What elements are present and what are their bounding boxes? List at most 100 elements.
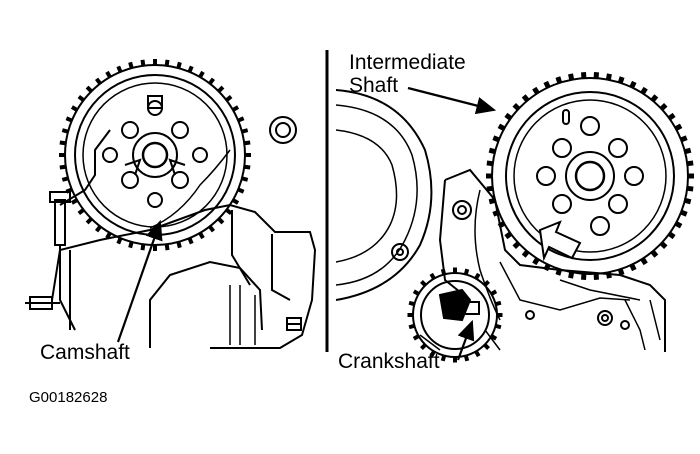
sprocket-tooth (543, 263, 551, 272)
sprocket-tooth (629, 263, 637, 272)
sprocket-tooth (217, 85, 225, 93)
intermediate-sprocket-teeth (486, 72, 694, 280)
sprocket-tooth (659, 241, 668, 249)
sprocket-tooth (512, 241, 521, 249)
sprocket-tooth (153, 245, 157, 251)
sprocket-tooth (497, 313, 503, 317)
sprocket-tooth (440, 268, 446, 275)
sprocket-tooth (94, 77, 102, 85)
sprocket-tooth (486, 173, 492, 179)
sprocket-tooth (464, 355, 470, 362)
sprocket-tooth (440, 355, 446, 362)
sprocket-tooth (453, 267, 457, 273)
sprocket-tooth (61, 176, 69, 182)
sprocket-tooth (490, 289, 498, 296)
sprocket-tooth (237, 187, 245, 194)
sprocket-tooth (164, 59, 170, 67)
sprocket-tooth (640, 86, 648, 95)
sprocket-tooth (532, 257, 540, 266)
sprocket-tooth (686, 185, 694, 192)
sprocket-tooth (453, 357, 457, 363)
sprocket-tooth (474, 350, 481, 358)
sprocket-tooth (198, 231, 205, 240)
crankshaft-leader-arrow (456, 319, 475, 361)
sprocket-tooth (688, 173, 694, 179)
sprocket-tooth (555, 268, 563, 276)
sprocket-tooth (605, 73, 612, 81)
sprocket-tooth (605, 271, 612, 279)
intermediate-shaft-leader-arrow (407, 86, 497, 115)
sprocket-tooth (521, 249, 530, 258)
sprocket-tooth (429, 350, 436, 358)
sprocket-tooth (187, 65, 194, 73)
sprocket-tooth (245, 153, 251, 157)
sprocket-tooth (77, 94, 85, 102)
sprocket-tooth (241, 176, 249, 182)
sprocket-tooth (490, 334, 498, 341)
intermediate-shaft-label-line2: Shaft (349, 74, 399, 97)
sprocket-tooth (686, 160, 694, 167)
sprocket-tooth (483, 343, 490, 350)
sprocket-tooth (504, 231, 513, 240)
camshaft-sprocket-teeth (59, 59, 251, 251)
sprocket-tooth (243, 164, 251, 170)
sprocket-tooth (77, 208, 85, 216)
sprocket-tooth (568, 73, 575, 81)
sprocket-tooth (217, 217, 225, 225)
sprocket-tooth (429, 272, 436, 280)
sprocket-tooth (684, 197, 692, 205)
sprocket-tooth (581, 72, 587, 79)
intermediate-shaft-label-line1: Intermediate (349, 51, 466, 74)
sprocket-tooth (464, 268, 470, 275)
sprocket-tooth (65, 187, 73, 194)
sprocket-tooth (488, 197, 496, 205)
sprocket-tooth (105, 70, 112, 79)
sprocket-tooth (61, 128, 69, 134)
sprocket-tooth (94, 225, 102, 233)
sprocket-tooth (674, 221, 683, 229)
sprocket-tooth (243, 140, 251, 146)
sprocket-tooth (59, 140, 67, 146)
sprocket-tooth (128, 61, 134, 69)
camshaft-leader-arrow (116, 219, 163, 343)
sprocket-tooth (667, 231, 676, 240)
sprocket-tooth (408, 300, 415, 306)
sprocket-tooth (483, 280, 490, 287)
sprocket-tooth (474, 272, 481, 280)
sprocket-tooth (164, 243, 170, 251)
sprocket-tooth (495, 324, 502, 330)
sprocket-tooth (59, 153, 65, 157)
sprocket-tooth (65, 116, 73, 123)
sprocket-tooth (408, 324, 415, 330)
sprocket-tooth (187, 237, 194, 245)
sprocket-tooth (412, 289, 420, 296)
sprocket-tooth (617, 268, 625, 276)
sprocket-tooth (512, 103, 521, 111)
sprocket-tooth (629, 80, 637, 89)
sprocket-tooth (105, 231, 112, 240)
figure-id: G00182628 (29, 389, 108, 406)
sprocket-tooth (497, 221, 506, 229)
sprocket-tooth (231, 198, 240, 205)
sprocket-tooth (532, 86, 540, 95)
sprocket-tooth (153, 59, 157, 65)
sprocket-tooth (684, 147, 692, 155)
sprocket-tooth (555, 76, 563, 84)
sprocket-tooth (659, 103, 668, 111)
sprocket-tooth (116, 237, 123, 245)
sprocket-tooth (59, 164, 67, 170)
sprocket-tooth (208, 225, 216, 233)
sprocket-tooth (176, 241, 182, 249)
sprocket-tooth (581, 273, 587, 280)
sprocket-tooth (116, 65, 123, 73)
sprocket-tooth (568, 271, 575, 279)
crankshaft-label: Crankshaft (338, 350, 440, 373)
sprocket-tooth (198, 70, 205, 79)
left-panel-drawing (25, 64, 317, 349)
sprocket-tooth (237, 116, 245, 123)
sprocket-tooth (640, 257, 648, 266)
sprocket-tooth (231, 105, 240, 112)
sprocket-tooth (486, 160, 494, 167)
sprocket-tooth (140, 59, 146, 67)
